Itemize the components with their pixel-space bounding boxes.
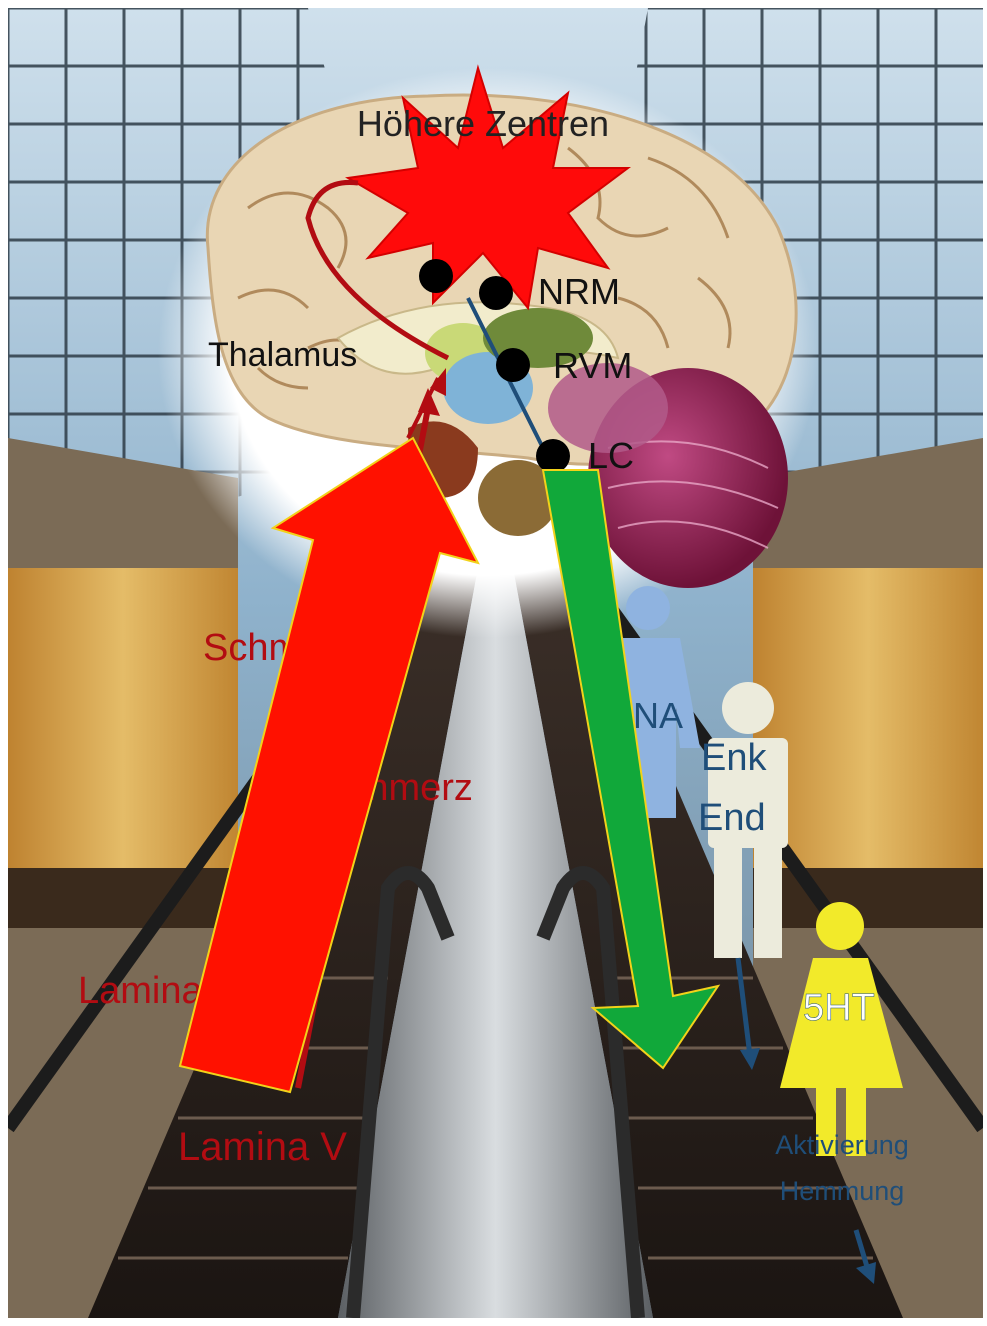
pain-pathway-diagram: Höhere Zentren NRM RVM LC Thalamus NA E <box>8 8 983 1318</box>
thalamus-label: Thalamus <box>208 336 357 374</box>
aktivierung-label: Aktivierung <box>775 1130 909 1160</box>
lamina-5-label: Lamina V <box>178 1125 347 1169</box>
rvm-dot <box>496 348 530 382</box>
lc-dot <box>536 439 570 473</box>
hemmung-label: Hemmung <box>780 1176 905 1206</box>
nrm-dot <box>479 276 513 310</box>
diagram-canvas: Höhere Zentren NRM RVM LC Thalamus NA E <box>8 8 983 1318</box>
5ht-label: 5HT <box>803 987 875 1029</box>
nrm-label: NRM <box>538 271 620 312</box>
end-label: End <box>698 797 766 839</box>
rvm-label: RVM <box>553 345 632 386</box>
higher-centers-label: Höhere Zentren <box>357 103 609 144</box>
na-label: NA <box>633 695 683 736</box>
enk-label: Enk <box>701 737 767 779</box>
nucleus-dot <box>419 259 453 293</box>
